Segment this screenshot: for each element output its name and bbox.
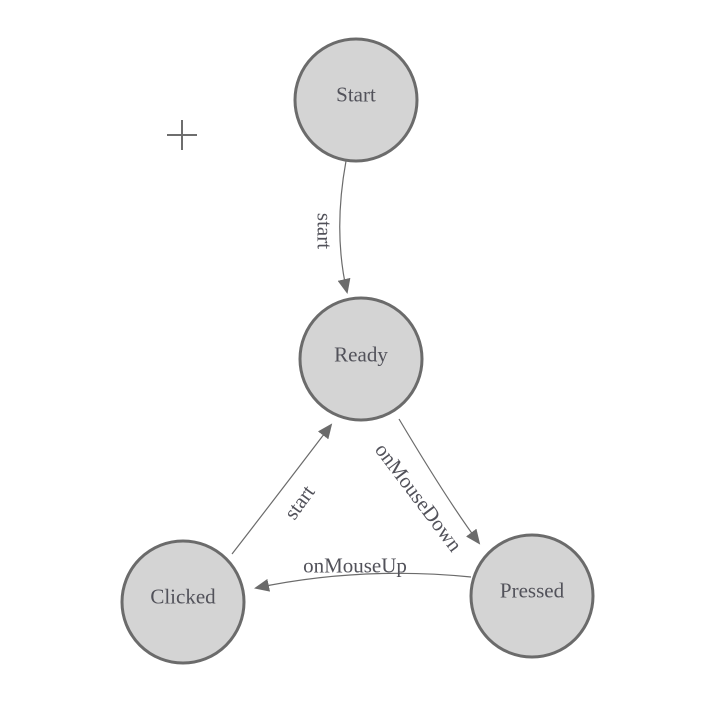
state-label: Ready	[334, 342, 388, 366]
state-node-clicked[interactable]: Clicked	[120, 539, 246, 665]
transition-label: start	[313, 213, 337, 249]
transition-clicked-to-ready[interactable]: start	[231, 423, 333, 555]
transition-label: start	[279, 480, 320, 523]
transition-ready-to-pressed[interactable]: onMouseDown	[370, 418, 481, 557]
state-node-start[interactable]: Start	[293, 37, 419, 163]
state-node-pressed[interactable]: Pressed	[469, 533, 595, 659]
transition-start-to-ready[interactable]: start	[313, 160, 351, 294]
state-circle[interactable]	[293, 37, 419, 163]
plus-crosshair-icon	[167, 120, 197, 150]
state-label: Pressed	[500, 578, 565, 602]
state-circle[interactable]	[298, 296, 424, 422]
transition-label: onMouseUp	[303, 553, 407, 577]
transition-pressed-to-clicked[interactable]: onMouseUp	[254, 553, 472, 592]
state-circle[interactable]	[120, 539, 246, 665]
state-label: Start	[336, 82, 376, 106]
state-label: Clicked	[150, 584, 216, 608]
state-circle[interactable]	[469, 533, 595, 659]
transition-label: onMouseDown	[370, 438, 467, 556]
state-node-ready[interactable]: Ready	[298, 296, 424, 422]
